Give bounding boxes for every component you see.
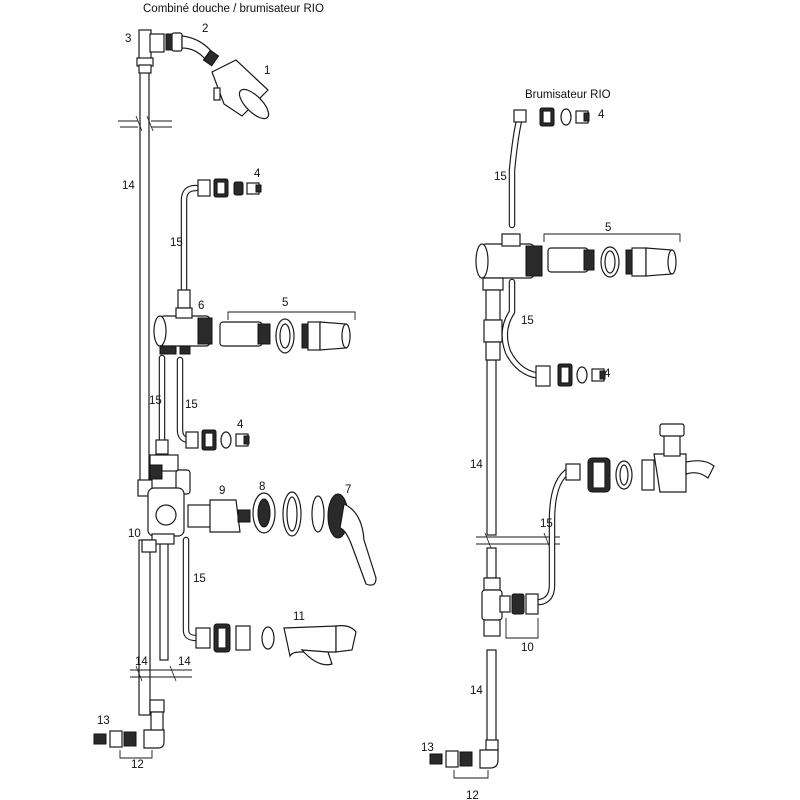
right-callout-13: 13 xyxy=(421,742,434,754)
right-hose-15-long xyxy=(536,463,581,606)
callout-15-lower: 15 xyxy=(193,573,206,585)
bottom-fittings-12-13 xyxy=(93,699,165,759)
right-callout-15-long: 15 xyxy=(540,518,553,530)
right-fitting-set-4-top xyxy=(539,107,590,127)
callout-4-middle: 4 xyxy=(237,419,244,431)
callout-15-middle-right: 15 xyxy=(185,399,198,411)
tap-11 xyxy=(195,623,357,666)
left-diagram-title: Combiné douche / brumisateur RIO xyxy=(143,3,324,15)
callout-7: 7 xyxy=(345,484,351,496)
right-callout-12: 12 xyxy=(466,790,479,800)
callout-15-middle-left: 15 xyxy=(149,395,162,407)
right-diagram-title: Brumisateur RIO xyxy=(525,89,611,101)
right-callout-4-top: 4 xyxy=(598,109,605,121)
shower-head xyxy=(211,59,270,120)
callout-8: 8 xyxy=(259,481,265,493)
cartridge-group-5 xyxy=(219,311,356,354)
right-hose-15-middle xyxy=(501,278,548,380)
callout-4-upper: 4 xyxy=(254,168,261,180)
callout-2: 2 xyxy=(202,23,208,35)
right-callout-5: 5 xyxy=(605,222,611,234)
right-hose-15-top xyxy=(508,109,527,229)
right-mixer-body xyxy=(475,233,543,361)
right-vertical-pipe-14 xyxy=(476,359,560,751)
fitting-set-4-upper xyxy=(197,178,262,198)
right-callout-4-middle: 4 xyxy=(604,368,611,380)
part-8-nut xyxy=(252,492,276,534)
callout-15-upper: 15 xyxy=(170,237,183,249)
right-bottom-fittings-12-13 xyxy=(429,739,499,779)
hose-15-lower xyxy=(182,536,200,642)
callout-13: 13 xyxy=(97,715,110,727)
callout-12: 12 xyxy=(131,759,144,771)
right-assembly xyxy=(429,107,715,779)
callout-14-upper: 14 xyxy=(122,180,135,192)
right-cartridge-group-5 xyxy=(543,233,681,278)
left-assembly xyxy=(93,29,377,759)
right-callout-10: 10 xyxy=(521,642,534,654)
callout-6: 6 xyxy=(198,300,204,312)
callout-14-lower-right: 14 xyxy=(178,656,191,668)
callout-10: 10 xyxy=(128,528,141,540)
fitting-set-4-middle xyxy=(185,429,250,451)
right-callout-14-upper: 14 xyxy=(470,459,483,471)
right-spray-head xyxy=(587,423,715,493)
callout-14-lower-left: 14 xyxy=(135,656,148,668)
callout-11: 11 xyxy=(293,611,305,623)
callout-1: 1 xyxy=(264,65,270,77)
lever-handle-7 xyxy=(311,493,377,586)
left-callout-labels: 1 2 3 4 4 5 6 7 8 9 10 11 12 13 14 14 14… xyxy=(97,23,351,771)
part-9-spindle xyxy=(187,499,251,533)
top-tee-fitting xyxy=(136,29,165,74)
callout-3: 3 xyxy=(125,33,131,45)
right-fitting-set-4-middle xyxy=(535,363,606,387)
callout-9: 9 xyxy=(219,485,225,497)
right-callout-15-top: 15 xyxy=(494,171,507,183)
mixer-body-6 xyxy=(153,307,213,355)
shower-arm-swivel xyxy=(165,32,220,67)
right-callout-labels: 4 4 5 10 12 13 14 14 15 15 15 xyxy=(421,109,611,800)
valve-body-10 xyxy=(137,454,191,553)
seal-ring xyxy=(282,491,302,537)
right-callout-15-middle: 15 xyxy=(521,315,534,327)
right-valve-10 xyxy=(481,577,539,639)
callout-5: 5 xyxy=(282,297,288,309)
right-callout-14-lower: 14 xyxy=(470,685,483,697)
